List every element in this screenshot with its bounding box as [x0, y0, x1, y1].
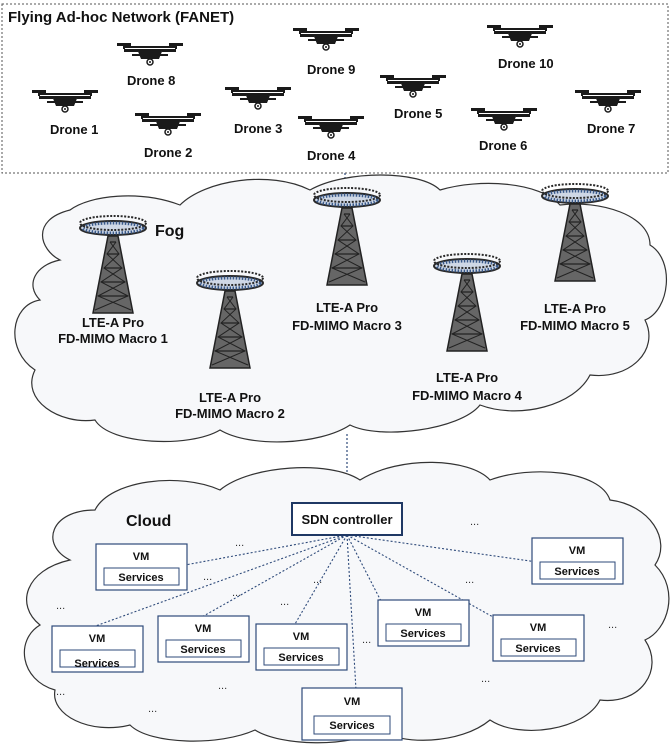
link-vm-6: [346, 534, 383, 604]
services-label: Services: [554, 566, 599, 578]
services-label: Services: [329, 720, 374, 732]
cloud-label: Cloud: [126, 513, 171, 530]
tower-1-line2: FD-MIMO Macro 1: [58, 331, 168, 346]
ellipsis: ...: [232, 587, 241, 599]
tower-4-line1: LTE-A Pro: [436, 370, 498, 385]
services-label: Services: [515, 643, 560, 655]
vm-label: VM: [293, 631, 310, 643]
fog-cloud: [14, 174, 668, 443]
vm-8: VM Services: [301, 687, 403, 741]
vm-label: VM: [415, 607, 432, 619]
vm-label: VM: [530, 622, 547, 634]
cloud-shape: [23, 461, 670, 744]
drone-5: Drone 5: [379, 74, 447, 121]
sdn-controller-label: SDN controller: [301, 512, 392, 527]
link-vm-3: [89, 534, 348, 629]
services-box: [313, 715, 391, 735]
drone-10: Drone 10: [486, 24, 554, 71]
vm-label: VM: [133, 551, 150, 563]
vm-6: VM Services: [377, 599, 470, 647]
vm-label: VM: [344, 696, 361, 708]
ellipsis: ...: [280, 596, 289, 608]
drone-7-label: Drone 7: [587, 121, 635, 136]
drone-4: Drone 4: [297, 115, 365, 163]
ellipsis: ...: [56, 600, 65, 612]
controller-links: [89, 534, 538, 691]
tower-5-line2: FD-MIMO Macro 5: [520, 318, 630, 333]
services-box: [165, 639, 242, 658]
ellipsis: ...: [608, 619, 617, 631]
ellipsis: ...: [148, 703, 157, 715]
ellipsis: ...: [218, 680, 227, 692]
tower-2: LTE-A Pro FD-MIMO Macro 2: [175, 269, 285, 421]
vm-label: VM: [89, 633, 106, 645]
ellipsis: ...: [481, 673, 490, 685]
drone-2-label: Drone 2: [144, 145, 192, 160]
ellipsis: ...: [203, 571, 212, 583]
vm-4: VM Services: [157, 615, 250, 663]
services-box: [500, 638, 577, 657]
drone-10-label: Drone 10: [498, 56, 554, 71]
ellipsis: ...: [362, 634, 371, 646]
services-box: [59, 649, 136, 668]
tower-5-line1: LTE-A Pro: [544, 301, 606, 316]
tower-1-line1: LTE-A Pro: [82, 315, 144, 330]
fanet-title: Flying Ad-hoc Network (FANET): [8, 9, 234, 26]
ellipsis: ...: [313, 574, 322, 586]
drone-6-label: Drone 6: [479, 138, 527, 153]
drone-1-label: Drone 1: [50, 122, 98, 137]
drone-7: Drone 7: [574, 89, 642, 136]
vm-3: VM Services: [51, 625, 144, 673]
tower-1: LTE-A Pro FD-MIMO Macro 1: [58, 214, 168, 346]
drone-8: Drone 8: [116, 42, 184, 88]
drone-1: Drone 1: [31, 89, 99, 137]
drone-8-label: Drone 8: [127, 73, 175, 88]
vm-1: VM Services: [95, 543, 188, 591]
services-label: Services: [74, 658, 119, 670]
sdn-controller: SDN controller: [291, 502, 403, 536]
drone-6: Drone 6: [470, 107, 538, 153]
drone-2: Drone 2: [134, 112, 202, 160]
tower-5: LTE-A Pro FD-MIMO Macro 5: [520, 182, 630, 333]
ellipsis: ...: [235, 537, 244, 549]
tower-2-line2: FD-MIMO Macro 2: [175, 406, 285, 421]
services-box: [385, 623, 462, 642]
vm-label: VM: [569, 545, 586, 557]
services-label: Services: [180, 644, 225, 656]
drone-9: Drone 9: [292, 27, 360, 77]
tower-2-line1: LTE-A Pro: [199, 390, 261, 405]
services-label: Services: [118, 572, 163, 584]
ellipsis-marks: ... ... ... ... ... ... ... ... ... ... …: [56, 516, 617, 715]
drone-4-label: Drone 4: [307, 148, 356, 163]
drone-9-label: Drone 9: [307, 62, 355, 77]
services-box: [103, 567, 180, 586]
services-box: [263, 647, 340, 666]
link-vm-4: [199, 534, 348, 619]
vm-2: VM Services: [531, 537, 624, 585]
link-vm-1: [184, 534, 348, 566]
services-box: [539, 561, 616, 580]
ellipsis: ...: [470, 516, 479, 528]
fog-label: Fog: [155, 223, 184, 240]
ellipsis: ...: [56, 686, 65, 698]
link-vm-5: [294, 534, 348, 625]
link-vm-8: [346, 534, 357, 691]
vm-5: VM Services: [255, 623, 348, 671]
tower-4: LTE-A Pro FD-MIMO Macro 4: [412, 252, 523, 403]
vm-7: VM Services: [492, 614, 585, 662]
vm-label: VM: [195, 623, 212, 635]
drone-3-label: Drone 3: [234, 121, 282, 136]
drone-5-label: Drone 5: [394, 106, 442, 121]
drone-3: Drone 3: [224, 86, 292, 136]
services-label: Services: [278, 652, 323, 664]
ellipsis: ...: [465, 574, 474, 586]
sdn-controller-box: [291, 502, 403, 536]
tower-3-line1: LTE-A Pro: [316, 300, 378, 315]
tower-3: LTE-A Pro FD-MIMO Macro 3: [292, 186, 402, 333]
tower-4-line2: FD-MIMO Macro 4: [412, 388, 523, 403]
services-label: Services: [400, 628, 445, 640]
tower-3-line2: FD-MIMO Macro 3: [292, 318, 402, 333]
